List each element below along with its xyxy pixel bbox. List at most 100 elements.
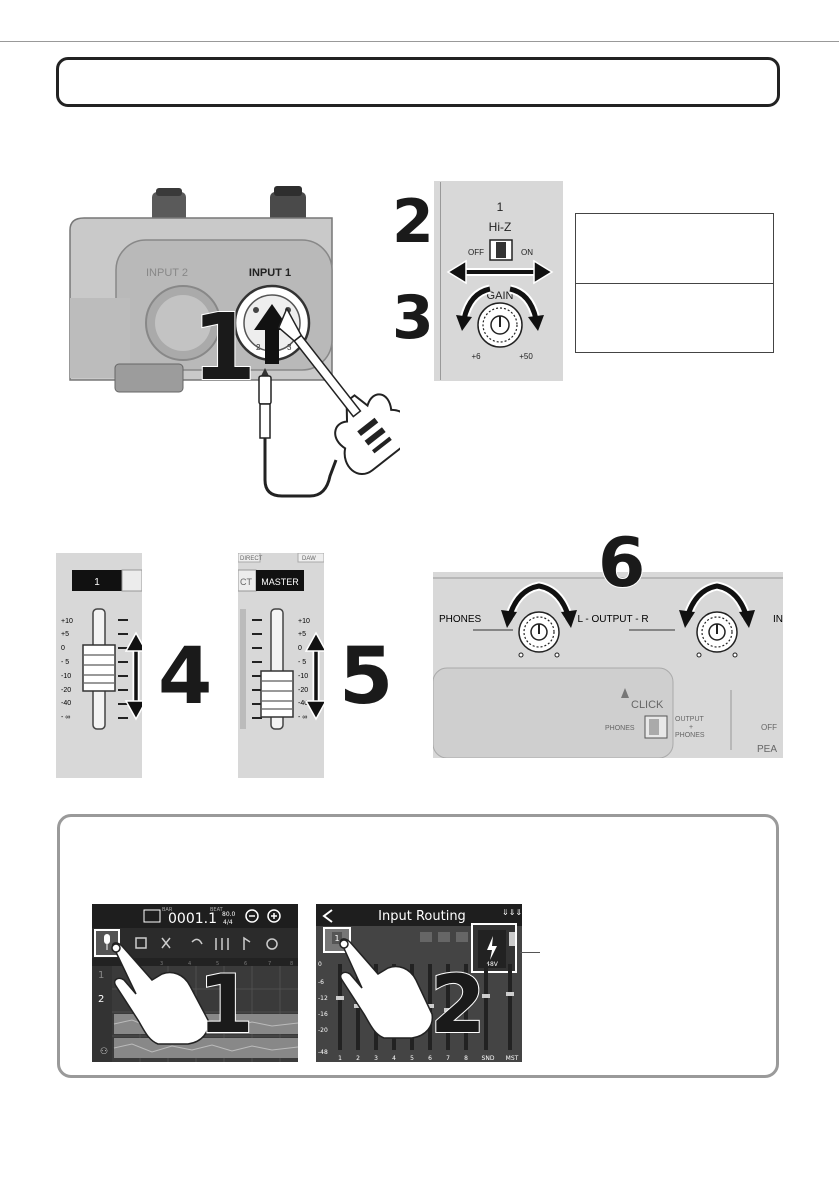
on-label: ON (521, 248, 533, 257)
svg-text:-10: -10 (298, 673, 308, 680)
off-label: OFF (761, 723, 777, 732)
fader-1-knob[interactable] (82, 644, 116, 692)
settings-icon[interactable] (266, 938, 278, 950)
tempo-value: 80.0 (222, 911, 236, 918)
note-row-2 (576, 283, 773, 352)
channel-1-button[interactable]: 1 (94, 577, 100, 588)
svg-text:2: 2 (356, 1055, 360, 1062)
off-label: OFF (468, 248, 484, 257)
rotate-arrows-icon (501, 581, 577, 628)
guitar-cable (258, 368, 338, 498)
people-icon: ⚇ (100, 1047, 108, 1057)
svg-text:- 5: - 5 (61, 659, 69, 666)
svg-text:+5: +5 (298, 631, 306, 638)
top-cut-line (0, 41, 839, 42)
gain-label: GAIN (487, 290, 514, 302)
svg-text:4: 4 (392, 1055, 396, 1062)
svg-text:8: 8 (290, 961, 293, 967)
output-label: L - OUTPUT - R (577, 614, 648, 625)
fader-left-label: CT (240, 577, 252, 587)
svg-text:1: 1 (338, 1055, 342, 1062)
svg-text:- ∞: - ∞ (298, 714, 307, 721)
metronome-icon (621, 688, 629, 698)
time-signature: 4/4 (223, 919, 233, 926)
lightning-icon (487, 936, 497, 960)
gain-max-label: +50 (519, 352, 533, 361)
svg-text:5: 5 (216, 961, 219, 967)
svg-text:+10: +10 (61, 618, 73, 625)
callout-line (520, 952, 540, 953)
click-label: CLICK (631, 699, 664, 711)
svg-text:-20: -20 (318, 1027, 328, 1034)
svg-text:BAR: BAR (162, 907, 173, 913)
step-3-number: 3 (391, 283, 435, 353)
svg-text:6: 6 (244, 961, 247, 967)
output-volume-knob[interactable] (696, 611, 738, 658)
section-title-box (56, 57, 780, 107)
svg-text:BEAT: BEAT (210, 907, 224, 913)
gain-min-label: +6 (471, 352, 481, 361)
step-6-number: 6 (597, 524, 646, 603)
svg-text:4: 4 (188, 961, 191, 967)
cut-off-label: IN (773, 614, 783, 625)
marker-icon[interactable] (243, 936, 251, 950)
track-1-label[interactable]: 1 (98, 970, 104, 981)
svg-text:-6: -6 (318, 979, 324, 986)
svg-text:-10: -10 (61, 673, 71, 680)
vertical-double-arrow-icon (304, 631, 324, 721)
hand-pointer-icon (111, 942, 210, 1045)
svg-text:5: 5 (410, 1055, 414, 1062)
screen-title: Input Routing (378, 909, 466, 924)
undo-icon[interactable] (191, 938, 203, 945)
meter-scale: 0 -6 -12 -16 -20 -48 (318, 961, 328, 1056)
svg-text:-20: -20 (61, 687, 71, 694)
master-fader-knob[interactable] (260, 670, 294, 718)
gain-knob[interactable] (477, 302, 523, 348)
svg-text:-20: -20 (298, 687, 308, 694)
svg-text:-48: -48 (318, 1049, 328, 1056)
selected-channel-label: 1 (334, 934, 339, 943)
hand-pointer-icon (339, 938, 434, 1039)
double-arrow-horizontal-icon (446, 259, 554, 285)
svg-text:7: 7 (268, 961, 271, 967)
svg-text:-40: -40 (298, 700, 308, 707)
tools-icon[interactable] (161, 937, 171, 949)
top-knob-right (270, 186, 306, 224)
svg-text:3: 3 (160, 961, 163, 967)
rotate-arrows-icon (679, 581, 755, 628)
zoom-out-icon[interactable] (245, 909, 259, 923)
master-button[interactable]: MASTER (261, 577, 299, 587)
svg-text:+10: +10 (298, 618, 310, 625)
back-icon[interactable] (322, 909, 333, 923)
rotate-arrows-icon (456, 284, 544, 331)
mixer-icon[interactable] (215, 938, 229, 950)
step-1-number: 1 (191, 294, 257, 401)
touchscreen-input-routing: Input Routing ⇓⇓⇓ 1 48V 0 -6 -12 -16 -20… (316, 904, 522, 1062)
pin-3-label: 3 (287, 343, 292, 352)
fader-1-scale: +10 +5 0 - 5 -10 -20 -40 - ∞ (61, 618, 73, 721)
input-jack-illustration: INPUT 2 INPUT 1 2 3 (69, 186, 400, 498)
click-phones-label: PHONES (605, 725, 635, 732)
hiz-gain-graphics: 1 Hi-Z OFF ON GAIN +6 +50 (446, 200, 554, 361)
click-output-switch[interactable] (644, 715, 668, 739)
input2-combo-jack (145, 285, 221, 361)
click-output-phones-label: PHONES (675, 732, 705, 739)
vertical-double-arrow-icon (124, 631, 142, 721)
track-2-label[interactable]: 2 (98, 994, 104, 1005)
mic-icon (104, 934, 110, 950)
phones-volume-knob[interactable] (518, 611, 560, 658)
channel-labels: 1 2 3 4 5 6 7 8 SND MST (338, 1055, 519, 1062)
phantom-48v-label: 48V (486, 961, 499, 968)
zoom-in-icon[interactable] (267, 909, 281, 923)
hiz-label: Hi-Z (489, 220, 512, 234)
svg-text:- ∞: - ∞ (61, 714, 70, 721)
effect-icon[interactable] (135, 937, 147, 949)
top-knob-left (152, 188, 186, 224)
svg-text:8: 8 (464, 1055, 468, 1062)
keyboard-icon[interactable] (143, 909, 161, 923)
output-panel: PHONES L - OUTPUT - R IN CLICK PHONES OU… (433, 572, 783, 758)
hiz-switch[interactable] (489, 239, 513, 261)
input1-label: INPUT 1 (249, 267, 291, 279)
svg-text:SND: SND (482, 1055, 495, 1062)
svg-text:-16: -16 (318, 1011, 328, 1018)
